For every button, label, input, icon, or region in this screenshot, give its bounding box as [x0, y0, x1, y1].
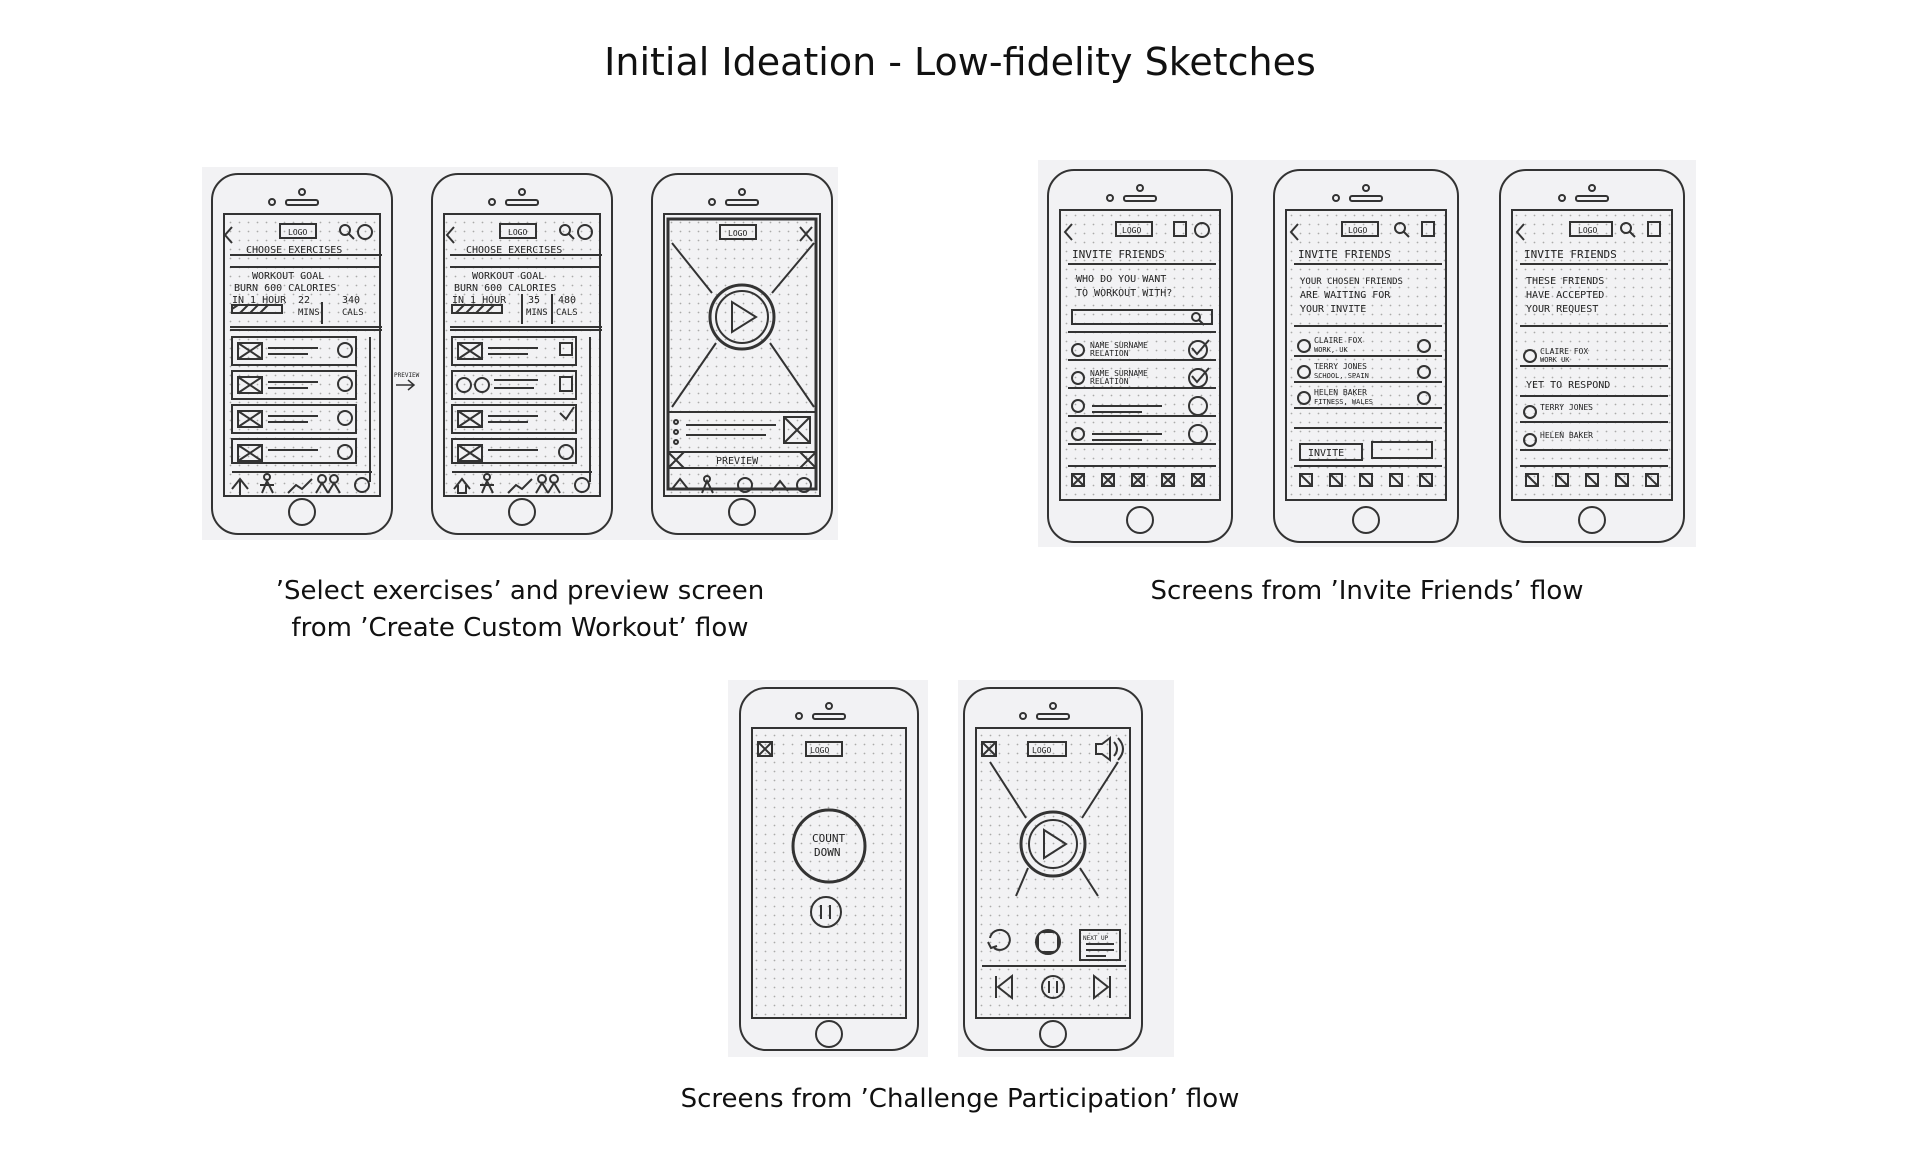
sketch-mins: 35 — [528, 295, 540, 306]
sketch-label: CLAIRE FOX — [1540, 347, 1588, 356]
sketch-label: MINS — [526, 308, 548, 318]
phone-chosen-friends — [1273, 169, 1459, 543]
invite-sketch-svg: LOGO INVITE FRIENDS WHO DO YOU WANT TO W… — [1047, 169, 1685, 543]
sketch-label: INVITE FRIENDS — [1072, 248, 1165, 261]
sketch-label: WORKOUT GOAL — [252, 271, 324, 282]
sketch-label: NAME SURNAME — [1090, 369, 1148, 378]
sketch-label: CALS — [342, 308, 364, 318]
sketch-label: SCHOOL, SPAIN — [1314, 372, 1369, 380]
caption-line: from ’Create Custom Workout’ flow — [291, 613, 749, 643]
sketch-mins: 22 — [298, 295, 310, 306]
caption-workout: ’Select exercises’ and preview screen fr… — [220, 573, 820, 647]
sketch-label: BURN 600 CALORIES — [454, 283, 556, 294]
sketch-label: RELATION — [1090, 349, 1129, 358]
sketch-invite-button: INVITE — [1308, 448, 1344, 459]
sketch-label: RELATION — [1090, 377, 1129, 386]
sketch-cals: 480 — [558, 295, 576, 306]
sketch-label: NAME SURNAME — [1090, 341, 1148, 350]
sketch-logo: LOGO — [1122, 226, 1141, 235]
phone-preview — [651, 173, 833, 535]
sketch-logo: LOGO — [1032, 746, 1051, 755]
sketch-label: INVITE FRIENDS — [1298, 248, 1391, 261]
sketch-label: WORKOUT GOAL — [472, 271, 544, 282]
caption-line: Screens from ’Challenge Participation’ f… — [680, 1084, 1240, 1114]
sketch-label: COUNT — [812, 832, 845, 845]
sketch-logo: LOGO — [728, 229, 747, 238]
workout-sketches: CHOOSE EXERCISES LOGO WORKOUT GOAL BURN … — [202, 167, 838, 540]
sketch-label: TERRY JONES — [1314, 362, 1367, 371]
caption-invite: Screens from ’Invite Friends’ flow — [1067, 573, 1667, 610]
sketch-logo: LOGO — [288, 228, 307, 237]
sketch-label: TERRY JONES — [1540, 403, 1593, 412]
caption-challenge: Screens from ’Challenge Participation’ f… — [660, 1081, 1260, 1118]
sketch-label: YOUR INVITE — [1300, 304, 1366, 315]
sketch-label: BURN 600 CALORIES — [234, 283, 336, 294]
sketch-label: HELEN BAKER — [1540, 431, 1593, 440]
phone-countdown — [739, 687, 919, 1051]
phone-accepted-friends — [1499, 169, 1685, 543]
sketch-label: MINS — [298, 308, 320, 318]
sketch-label: FITNESS, WALES — [1314, 398, 1373, 406]
sketch-logo: LOGO — [810, 746, 829, 755]
page-title: Initial Ideation - Low-fidelity Sketches — [604, 40, 1316, 84]
challenge-sketches: LOGO COUNT DOWN LOGO NEXT UP — [728, 680, 1174, 1057]
sketch-label: TO WORKOUT WITH? — [1076, 288, 1172, 299]
sketch-label: HELEN BAKER — [1314, 388, 1367, 397]
sketch-label: YOUR REQUEST — [1526, 304, 1598, 315]
sketch-logo: LOGO — [1578, 226, 1597, 235]
workout-sketch-svg: CHOOSE EXERCISES LOGO WORKOUT GOAL BURN … — [211, 173, 833, 535]
sketch-label: IN 1 HOUR — [232, 295, 287, 306]
caption-line: ’Select exercises’ and preview screen — [275, 576, 765, 606]
sketch-label: WORK UK — [1540, 356, 1570, 364]
sketch-label: HAVE ACCEPTED — [1526, 290, 1604, 301]
sketch-label: ARE WAITING FOR — [1300, 290, 1391, 301]
sketch-label: PREVIEW — [716, 456, 759, 467]
sketch-label: WORK, UK — [1314, 346, 1349, 354]
sketch-logo: LOGO — [508, 228, 527, 237]
sketch-label: WHO DO YOU WANT — [1076, 274, 1166, 285]
sketch-cals: 340 — [342, 295, 360, 306]
caption-line: Screens from ’Invite Friends’ flow — [1150, 576, 1584, 606]
sketch-label: THESE FRIENDS — [1526, 276, 1604, 287]
sketch-label: CHOOSE EXERCISES — [466, 245, 562, 256]
phone-invite-friends — [1047, 169, 1233, 543]
sketch-label: YET TO RESPOND — [1526, 380, 1610, 391]
preview-arrow — [396, 379, 416, 391]
phone-select-exercises-b — [431, 173, 613, 535]
sketch-label: YOUR CHOSEN FRIENDS — [1300, 277, 1403, 287]
sketch-label: IN 1 HOUR — [452, 295, 507, 306]
sketch-label: NEXT UP — [1083, 935, 1109, 942]
sketch-label: INVITE FRIENDS — [1524, 248, 1617, 261]
sketch-label: PREVIEW — [394, 372, 420, 379]
sketch-logo: LOGO — [1348, 226, 1367, 235]
sketch-label: CLAIRE FOX — [1314, 336, 1362, 345]
sketch-label: CHOOSE EXERCISES — [246, 245, 342, 256]
sketch-label: DOWN — [814, 846, 841, 859]
sketch-label: CALS — [556, 308, 578, 318]
workout-list-a — [231, 336, 372, 495]
phone-challenge-play — [963, 687, 1143, 1051]
challenge-sketch-svg: LOGO COUNT DOWN LOGO NEXT UP — [739, 680, 1143, 1057]
invite-sketches: LOGO INVITE FRIENDS WHO DO YOU WANT TO W… — [1038, 160, 1696, 547]
